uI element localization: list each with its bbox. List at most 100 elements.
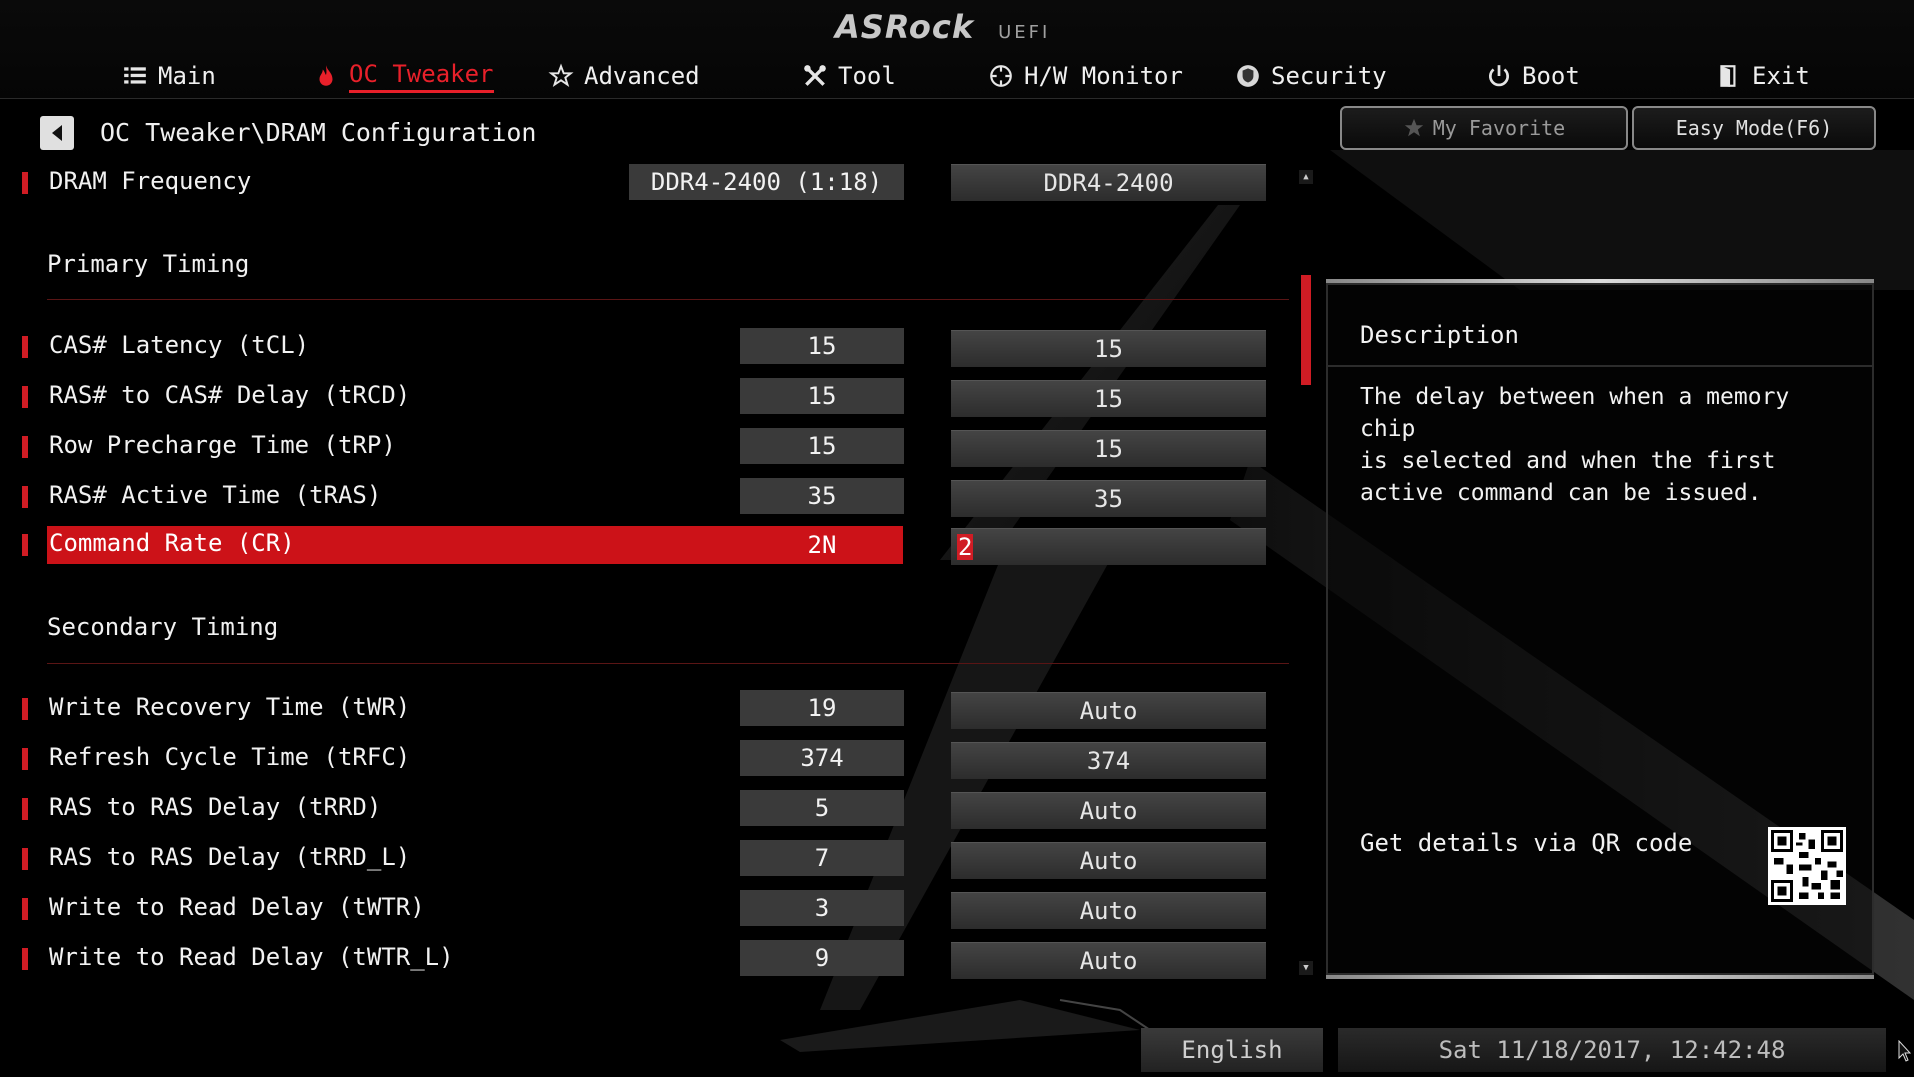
current-value: 9: [740, 940, 904, 976]
setting-label: CAS# Latency (tCL): [49, 331, 310, 359]
row-marker: [22, 698, 28, 720]
back-arrow-icon: [52, 125, 62, 141]
setting-label: Row Precharge Time (tRP): [49, 431, 396, 459]
current-value: DDR4-2400 (1:18): [629, 164, 904, 200]
tab-oc-tweaker-label: OC Tweaker: [349, 60, 494, 93]
setting-row-trfc[interactable]: Refresh Cycle Time (tRFC) 374 374: [0, 740, 1320, 779]
setting-row-trrd[interactable]: RAS to RAS Delay (tRRD) 5 Auto: [0, 790, 1320, 829]
current-value: 2N: [807, 531, 837, 559]
setting-value-field[interactable]: 35: [951, 480, 1266, 517]
setting-row-twtr[interactable]: Write to Read Delay (tWTR) 3 Auto: [0, 890, 1320, 929]
setting-value-field[interactable]: Auto: [951, 842, 1266, 879]
setting-label: DRAM Frequency: [49, 167, 252, 195]
setting-label: RAS# to CAS# Delay (tRCD): [49, 381, 411, 409]
nav-tabs: Main OC Tweaker Advanced Tool H/W Monito…: [0, 56, 1914, 96]
tab-security[interactable]: Security: [1235, 56, 1387, 96]
tab-exit[interactable]: Exit: [1716, 56, 1810, 96]
my-favorite-button[interactable]: My Favorite: [1340, 106, 1628, 150]
current-value: 15: [740, 428, 904, 464]
setting-label: Command Rate (CR): [49, 529, 295, 557]
tools-icon: [804, 65, 826, 86]
tab-boot-label: Boot: [1522, 62, 1580, 90]
easy-mode-label: Easy Mode(F6): [1675, 116, 1833, 140]
exit-door-icon: [1720, 65, 1736, 87]
tab-security-label: Security: [1271, 62, 1387, 90]
my-favorite-label: My Favorite: [1432, 116, 1566, 140]
section-divider: [47, 663, 1289, 664]
breadcrumb: OC Tweaker\DRAM Configuration: [100, 118, 537, 147]
setting-label: RAS to RAS Delay (tRRD): [49, 793, 382, 821]
header-bar: ASRock UEFI Main OC Tweaker Advanced Too: [0, 0, 1914, 99]
flame-icon: [319, 65, 333, 86]
star-icon: [1404, 118, 1423, 137]
setting-value-field[interactable]: 374: [951, 742, 1266, 779]
list-icon: [124, 67, 146, 84]
brand-logo: ASRock: [835, 8, 975, 46]
row-marker: [22, 848, 28, 870]
setting-row-tras[interactable]: RAS# Active Time (tRAS) 35 35: [0, 478, 1320, 517]
description-title: Description: [1360, 321, 1519, 349]
setting-label: Write to Read Delay (tWTR_L): [49, 943, 454, 971]
setting-label: RAS to RAS Delay (tRRD_L): [49, 843, 411, 871]
setting-value-field[interactable]: Auto: [951, 892, 1266, 929]
setting-value-field[interactable]: Auto: [951, 792, 1266, 829]
mouse-cursor-icon: [1898, 1040, 1912, 1062]
current-value: 19: [740, 690, 904, 726]
current-value: 3: [740, 890, 904, 926]
setting-value-field[interactable]: 15: [951, 380, 1266, 417]
setting-row-trcd[interactable]: RAS# to CAS# Delay (tRCD) 15 15: [0, 378, 1320, 417]
qr-code-icon: [1768, 827, 1846, 905]
setting-row-command-rate[interactable]: Command Rate (CR) 2N 2: [0, 526, 1320, 565]
setting-value-field[interactable]: 15: [951, 330, 1266, 367]
setting-value-field[interactable]: Auto: [951, 692, 1266, 729]
setting-value-field-editing[interactable]: 2: [951, 528, 1266, 565]
tab-boot[interactable]: Boot: [1486, 56, 1580, 96]
tab-oc-tweaker[interactable]: OC Tweaker: [313, 56, 494, 96]
tab-main[interactable]: Main: [122, 56, 216, 96]
row-marker: [22, 534, 28, 556]
description-header: [1328, 285, 1872, 367]
description-text: The delay between when a memory chip is …: [1360, 384, 1790, 506]
back-button[interactable]: [40, 116, 74, 150]
scroll-down-arrow-icon[interactable]: ▼: [1299, 961, 1313, 975]
current-value: 5: [740, 790, 904, 826]
datetime-display: Sat 11/18/2017, 12:42:48: [1338, 1028, 1886, 1072]
tab-advanced[interactable]: Advanced: [548, 56, 700, 96]
setting-value-field[interactable]: DDR4-2400: [951, 164, 1266, 201]
tab-hw-monitor-label: H/W Monitor: [1024, 62, 1183, 90]
row-marker: [22, 798, 28, 820]
scrollbar-thumb[interactable]: [1301, 275, 1311, 385]
setting-value-field[interactable]: 15: [951, 430, 1266, 467]
row-marker: [22, 172, 28, 194]
scroll-up-arrow-icon[interactable]: ▲: [1299, 170, 1313, 184]
setting-label: RAS# Active Time (tRAS): [49, 481, 382, 509]
shield-icon: [1237, 65, 1259, 87]
tab-hw-monitor[interactable]: H/W Monitor: [988, 56, 1183, 96]
current-value: 15: [740, 328, 904, 364]
qr-code-label: Get details via QR code: [1360, 829, 1693, 857]
setting-row-tcl[interactable]: CAS# Latency (tCL) 15 15: [0, 328, 1320, 367]
setting-row-trp[interactable]: Row Precharge Time (tRP) 15 15: [0, 428, 1320, 467]
setting-row-twr[interactable]: Write Recovery Time (tWR) 19 Auto: [0, 690, 1320, 729]
setting-label: Refresh Cycle Time (tRFC): [49, 743, 411, 771]
language-button[interactable]: English: [1141, 1028, 1323, 1072]
row-marker: [22, 748, 28, 770]
setting-row-twtr-l[interactable]: Write to Read Delay (tWTR_L) 9 Auto: [0, 940, 1320, 979]
setting-value-field[interactable]: Auto: [951, 942, 1266, 979]
easy-mode-button[interactable]: Easy Mode(F6): [1632, 106, 1876, 150]
scrollbar[interactable]: ▲ ▼: [1299, 170, 1313, 975]
tab-tool-label: Tool: [838, 62, 896, 90]
selected-row-highlight: [47, 526, 903, 564]
row-marker: [22, 336, 28, 358]
setting-row-dram-frequency[interactable]: DRAM Frequency DDR4-2400 (1:18) DDR4-240…: [0, 164, 1320, 201]
star-icon: [548, 63, 574, 87]
monitor-icon: [990, 65, 1012, 87]
brand-uefi: UEFI: [998, 22, 1051, 43]
row-marker: [22, 386, 28, 408]
setting-row-trrd-l[interactable]: RAS to RAS Delay (tRRD_L) 7 Auto: [0, 840, 1320, 879]
row-marker: [22, 948, 28, 970]
tab-exit-label: Exit: [1752, 62, 1810, 90]
current-value: 35: [740, 478, 904, 514]
current-value: 15: [740, 378, 904, 414]
tab-tool[interactable]: Tool: [802, 56, 896, 96]
